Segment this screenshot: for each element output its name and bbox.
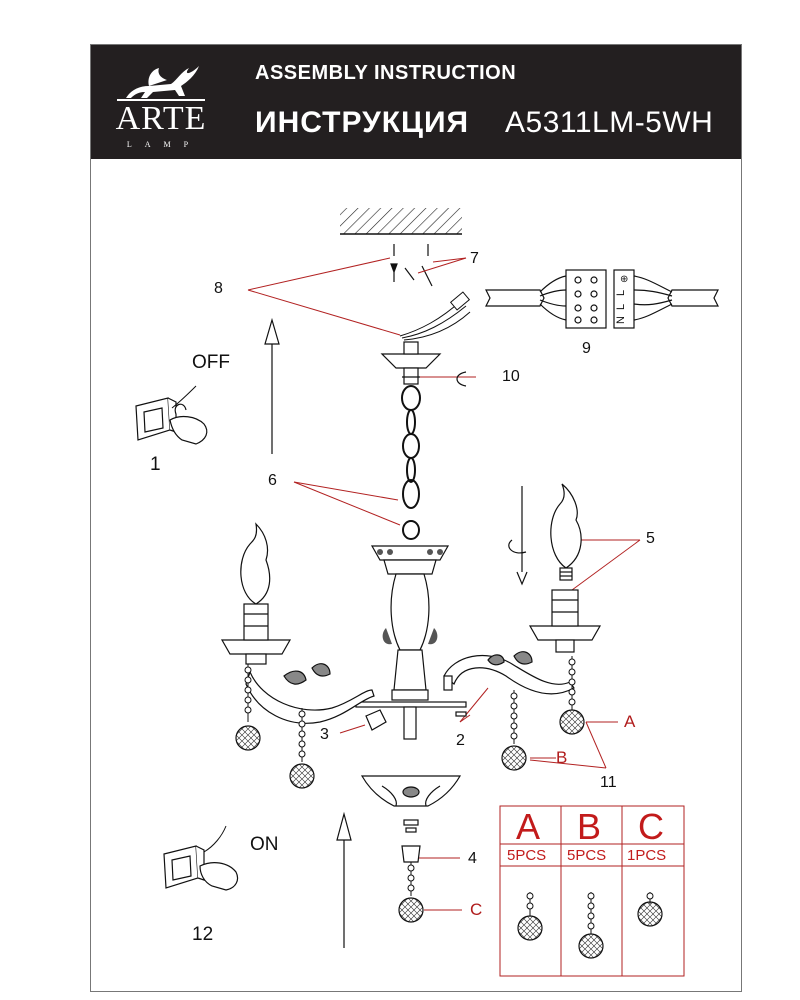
- title-english: ASSEMBLY INSTRUCTION: [255, 62, 517, 84]
- step-10: 10: [502, 368, 520, 385]
- arm-plate: [355, 701, 467, 740]
- title-russian: ИНСТРУКЦИЯ: [255, 106, 470, 139]
- wall-switch-icon: [163, 845, 205, 889]
- arrow-up-icon: [264, 317, 280, 454]
- header-bar: [91, 45, 741, 159]
- page-frame: [90, 44, 742, 992]
- table-qty-b: 5PCS: [567, 847, 607, 864]
- label-on: ON: [250, 834, 279, 855]
- hand-icon: [199, 862, 239, 891]
- step-9: 9: [582, 340, 591, 357]
- arrow-up-icon: [336, 811, 352, 948]
- chain: [401, 385, 421, 540]
- terminal-block-icon: [485, 269, 719, 329]
- step-7: 7: [470, 250, 479, 267]
- part-c-crystal: [637, 892, 663, 927]
- callout-lines: [247, 257, 641, 911]
- label-a: A: [624, 712, 636, 731]
- brand-name: ARTE: [115, 100, 207, 137]
- terminal-ground: ⊕: [620, 274, 628, 285]
- candle-bulb-icon: [550, 483, 582, 581]
- terminal-n: N: [615, 316, 627, 324]
- wires-icon: [399, 291, 471, 341]
- step-1: 1: [150, 454, 161, 475]
- bottom-bowl: [360, 775, 462, 896]
- rotate-arrow-icon: [456, 371, 467, 387]
- lion-logo-icon: [117, 66, 205, 101]
- central-column: [370, 545, 450, 701]
- ceiling-hatch-icon: [340, 208, 462, 235]
- arrow-down-icon: [508, 486, 528, 586]
- left-candle-cup: [220, 603, 292, 665]
- brand-logo: ARTE LAMP: [111, 62, 211, 154]
- label-b: B: [556, 748, 568, 767]
- brand-subtitle: LAMP: [126, 140, 202, 149]
- step-3: 3: [320, 726, 329, 743]
- parts-table: [499, 805, 685, 977]
- right-candle-cup: [528, 589, 602, 653]
- screws-icon: [390, 244, 433, 287]
- step-8: 8: [214, 280, 223, 297]
- crystal-strands: [235, 656, 585, 789]
- left-arm: [245, 663, 375, 724]
- step-5: 5: [646, 530, 655, 547]
- canopy: [380, 341, 442, 385]
- hand-icon: [169, 403, 208, 445]
- table-qty-a: 5PCS: [507, 847, 547, 864]
- step-12: 12: [192, 924, 214, 945]
- table-letter-c: C: [638, 806, 664, 847]
- part-b-crystal: [578, 892, 604, 959]
- terminal-l: L: [615, 290, 627, 296]
- switch-motion-arrow: [171, 385, 197, 409]
- label-c: C: [470, 900, 483, 919]
- step-11: 11: [600, 774, 617, 791]
- terminal-l: L: [615, 304, 627, 310]
- wall-switch-icon: [135, 397, 177, 441]
- table-letter-b: B: [577, 806, 602, 847]
- step-4: 4: [468, 850, 477, 867]
- candle-bulb-icon: [240, 522, 271, 605]
- table-qty-c: 1PCS: [627, 847, 667, 864]
- step-2: 2: [456, 732, 465, 749]
- part-a-crystal: [517, 892, 543, 941]
- step-6: 6: [268, 472, 277, 489]
- label-off: OFF: [192, 352, 230, 373]
- column-ornament: [377, 549, 443, 645]
- table-letter-a: A: [516, 806, 541, 847]
- right-arm: [443, 651, 575, 695]
- switch-motion-arrow: [203, 825, 227, 853]
- model-number: A5311LM-5WH: [505, 106, 714, 139]
